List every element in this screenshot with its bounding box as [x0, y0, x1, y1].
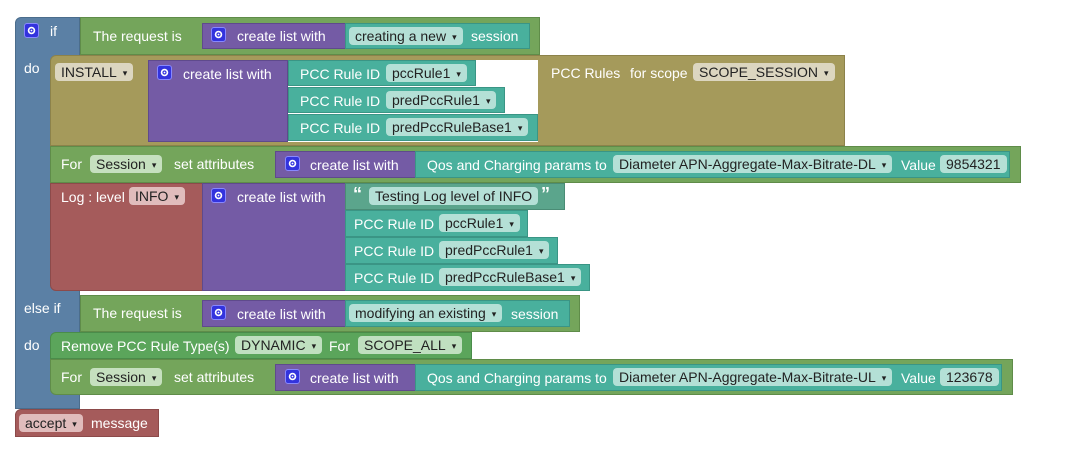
qos-param-dropdown[interactable]: Diameter APN-Aggregate-Max-Bitrate-DL▾: [613, 155, 893, 173]
else-if-label: else if: [24, 300, 61, 316]
log-level-dropdown[interactable]: INFO▾: [129, 187, 185, 205]
for-label: For: [329, 338, 350, 354]
action-dropdown[interactable]: INSTALL▾: [55, 63, 134, 81]
session-label: session: [511, 306, 559, 322]
create-list-block[interactable]: [202, 183, 347, 291]
message-action-dropdown[interactable]: accept▾: [19, 414, 83, 432]
gear-icon[interactable]: [211, 188, 226, 203]
create-list-label: create list with: [237, 306, 326, 322]
target-dropdown[interactable]: Session▾: [90, 155, 163, 173]
qos-param-dropdown[interactable]: Diameter APN-Aggregate-Max-Bitrate-UL▾: [613, 368, 893, 386]
gear-icon[interactable]: [24, 23, 39, 38]
pcc-rule-label: PCC Rule ID: [300, 66, 381, 82]
if-label: if: [50, 23, 57, 39]
for-label: For: [61, 156, 82, 172]
pcc-rule-label: PCC Rule ID: [354, 243, 435, 259]
gear-icon[interactable]: [157, 65, 172, 80]
request-is-label: The request is: [93, 28, 182, 44]
pcc-rule-dropdown[interactable]: predPccRuleBase1▾: [439, 268, 582, 286]
for-label: For: [61, 369, 82, 385]
log-level-label: Log : level: [61, 189, 125, 205]
pcc-rule-label: PCC Rule ID: [300, 120, 381, 136]
value-label: Value: [901, 370, 936, 386]
pcc-rule-dropdown[interactable]: pccRule1▾: [386, 64, 467, 82]
pcc-rule-label: PCC Rule ID: [354, 216, 435, 232]
pcc-rule-dropdown[interactable]: predPccRule1▾: [439, 241, 550, 259]
value-label: Value: [901, 157, 936, 173]
log-text-input[interactable]: Testing Log level of INFO: [369, 187, 539, 205]
do-label-2: do: [24, 337, 40, 353]
request-is-label: The request is: [93, 305, 182, 321]
remove-pcc-label: Remove PCC Rule Type(s): [61, 338, 230, 354]
for-scope-label: for scope: [630, 65, 688, 81]
create-list-label: create list with: [310, 370, 399, 386]
rule-type-dropdown[interactable]: DYNAMIC▾: [235, 336, 323, 354]
pcc-rule-label: PCC Rule ID: [354, 270, 435, 286]
target-dropdown[interactable]: Session▾: [90, 368, 163, 386]
message-label: message: [91, 415, 148, 431]
session-type-dropdown[interactable]: modifying an existing▾: [349, 304, 503, 322]
pcc-rule-dropdown[interactable]: pccRule1▾: [439, 214, 520, 232]
pcc-rules-label: PCC Rules: [551, 65, 621, 81]
set-attributes-label: set attributes: [174, 369, 255, 385]
gear-icon[interactable]: [211, 27, 226, 42]
pcc-rule-dropdown[interactable]: predPccRule1▾: [386, 91, 497, 109]
qos-label: Qos and Charging params to: [427, 370, 607, 386]
gear-icon[interactable]: [285, 156, 300, 171]
close-quote-icon: ”: [541, 184, 550, 204]
do-label: do: [24, 60, 40, 76]
create-list-label: create list with: [237, 189, 326, 205]
value-input[interactable]: 123678: [940, 368, 999, 386]
open-quote-icon: “: [353, 184, 362, 204]
gear-icon[interactable]: [285, 369, 300, 384]
create-list-label: create list with: [237, 28, 326, 44]
create-list-label: create list with: [310, 157, 399, 173]
session-type-dropdown[interactable]: creating a new▾: [349, 27, 463, 45]
value-input[interactable]: 9854321: [940, 155, 1007, 173]
create-list-label: create list with: [183, 66, 272, 82]
qos-label: Qos and Charging params to: [427, 157, 607, 173]
scope-dropdown[interactable]: SCOPE_SESSION▾: [693, 63, 835, 81]
pcc-rule-label: PCC Rule ID: [300, 93, 381, 109]
pcc-rule-dropdown[interactable]: predPccRuleBase1▾: [386, 118, 529, 136]
create-list-block[interactable]: [202, 300, 347, 327]
scope-dropdown[interactable]: SCOPE_ALL▾: [358, 336, 463, 354]
set-attributes-label: set attributes: [174, 156, 255, 172]
session-label: session: [471, 28, 519, 44]
gear-icon[interactable]: [211, 305, 226, 320]
